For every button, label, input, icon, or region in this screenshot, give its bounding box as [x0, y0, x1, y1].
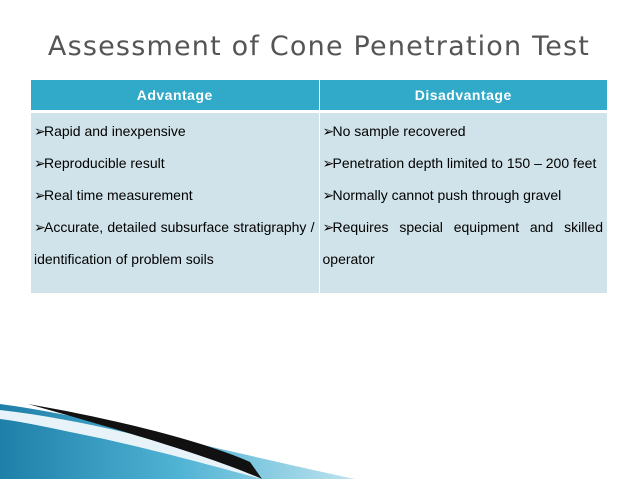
disadvantage-item: ➢Normally cannot push through gravel — [323, 179, 604, 211]
arrow-bullet-icon: ➢ — [34, 187, 46, 203]
advantage-item: ➢Reproducible result — [34, 147, 315, 179]
arrow-bullet-icon: ➢ — [34, 219, 46, 235]
arrow-bullet-icon: ➢ — [322, 219, 335, 235]
advantage-item: ➢Real time measurement — [34, 179, 315, 211]
header-advantage: Advantage — [31, 80, 320, 113]
advantages-cell: ➢Rapid and inexpensive ➢Reproducible res… — [31, 111, 320, 293]
table-header-row: Advantage Disadvantage — [31, 80, 607, 113]
arrow-bullet-icon: ➢ — [34, 123, 46, 139]
arrow-bullet-icon: ➢ — [322, 187, 335, 203]
assessment-table: Advantage Disadvantage ➢Rapid and inexpe… — [31, 80, 607, 293]
arrow-bullet-icon: ➢ — [34, 155, 46, 171]
advantage-item: ➢Accurate, detailed subsurface stratigra… — [34, 211, 315, 275]
header-disadvantage: Disadvantage — [319, 80, 607, 113]
disadvantages-cell: ➢No sample recovered ➢Penetration depth … — [319, 111, 607, 293]
decorative-swoosh — [0, 404, 355, 479]
disadvantage-item: ➢Requires special equipment and skilled … — [323, 211, 604, 275]
arrow-bullet-icon: ➢ — [322, 155, 335, 171]
table-row: ➢Rapid and inexpensive ➢Reproducible res… — [31, 111, 607, 293]
slide-title: Assessment of Cone Penetration Test — [47, 31, 591, 62]
advantage-item: ➢Rapid and inexpensive — [34, 115, 315, 147]
disadvantage-item: ➢Penetration depth limited to 150 – 200 … — [323, 147, 604, 179]
disadvantage-item: ➢No sample recovered — [323, 115, 604, 147]
arrow-bullet-icon: ➢ — [322, 123, 335, 139]
